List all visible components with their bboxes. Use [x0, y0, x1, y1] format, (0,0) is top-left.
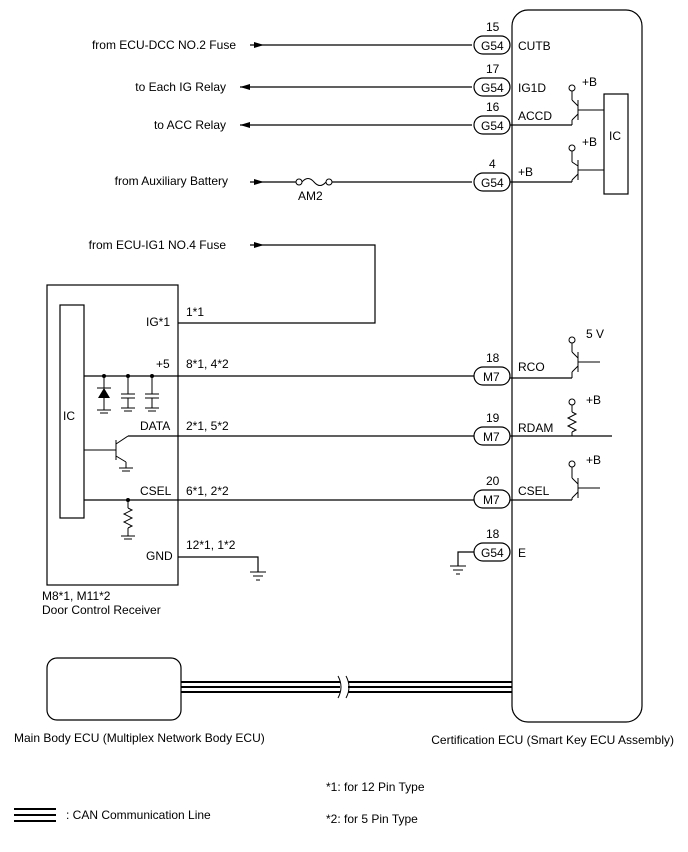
cert-transistor-rco — [568, 336, 600, 378]
connector-g54-ig1d: G54 17 IG1D — [473, 62, 546, 97]
svg-text:18: 18 — [486, 351, 500, 365]
svg-text:G54: G54 — [481, 119, 504, 133]
receiver-pin-ig-num: 1*1 — [186, 305, 204, 319]
svg-text:IG1D: IG1D — [518, 81, 546, 95]
receiver-pin-data-num: 2*1, 5*2 — [186, 419, 229, 433]
svg-text:G54: G54 — [481, 546, 504, 560]
receiver-pin-gnd-num: 12*1, 1*2 — [186, 538, 236, 552]
receiver-ic-label: IC — [63, 409, 75, 423]
svg-text:CUTB: CUTB — [518, 39, 551, 53]
svg-text:M7: M7 — [483, 493, 500, 507]
fuse-terminal-icon-2 — [325, 178, 333, 186]
fuse-icon — [301, 178, 327, 186]
supply-label-2: +B — [582, 135, 597, 149]
svg-text:18: 18 — [486, 527, 500, 541]
ig1d-arrow-icon — [240, 84, 250, 90]
receiver-pin-csel: CSEL — [140, 484, 172, 498]
capacitor-icon-2 — [145, 374, 159, 412]
zener-diode-icon — [97, 374, 111, 414]
cutb-arrow-icon — [254, 42, 264, 48]
receiver-pin-data: DATA — [140, 419, 170, 433]
certification-ecu-label: Certification ECU (Smart Key ECU Assembl… — [431, 733, 674, 747]
supply-label-5: +B — [586, 453, 601, 467]
aux-arrow-icon — [254, 179, 264, 185]
main-body-ecu-label: Main Body ECU (Multiplex Network Body EC… — [14, 731, 265, 745]
svg-text:17: 17 — [486, 62, 500, 76]
receiver-connector-id: M8*1, M11*2 — [42, 589, 111, 603]
ig1-source-label: from ECU-IG1 NO.4 Fuse — [89, 238, 227, 252]
cert-ic-label: IC — [609, 129, 621, 143]
receiver-ic-box — [59, 304, 85, 519]
aux-source-label: from Auxiliary Battery — [115, 174, 228, 188]
cert-transistor-csel — [568, 460, 600, 500]
pulldown-resistor-icon — [121, 498, 135, 540]
can-bus-line — [181, 675, 512, 699]
ig1d-dest-label: to Each IG Relay — [135, 80, 226, 94]
note-5pin: *2: for 5 Pin Type — [326, 812, 418, 826]
cert-transistor-1 — [568, 84, 604, 125]
note-12pin: *1: for 12 Pin Type — [326, 780, 425, 794]
svg-text:19: 19 — [486, 411, 500, 425]
connector-g54-b: G54 4 +B — [473, 157, 533, 192]
accd-dest-label: to ACC Relay — [154, 118, 226, 132]
cutb-source-label: from ECU-DCC NO.2 Fuse — [92, 38, 236, 52]
svg-text:G54: G54 — [481, 176, 504, 190]
cert-transistor-2 — [568, 144, 604, 182]
svg-text:M7: M7 — [483, 370, 500, 384]
svg-text:G54: G54 — [481, 81, 504, 95]
svg-text:15: 15 — [486, 20, 500, 34]
svg-text:G54: G54 — [481, 39, 504, 53]
supply-label-4: +B — [586, 393, 601, 407]
can-legend-label: : CAN Communication Line — [66, 808, 211, 822]
connector-m7-rco: M7 18 RCO — [473, 351, 545, 386]
supply-label-1: +B — [582, 75, 597, 89]
svg-text:RCO: RCO — [518, 360, 545, 374]
cert-ground-icon — [450, 565, 466, 575]
receiver-pin-ig: IG*1 — [146, 315, 170, 329]
connector-g54-e: G54 18 E — [473, 527, 526, 562]
fuse-terminal-icon — [295, 178, 303, 186]
receiver-pin-5v-num: 8*1, 4*2 — [186, 357, 229, 371]
svg-text:16: 16 — [486, 100, 500, 114]
receiver-ground-icon — [250, 571, 266, 581]
svg-text:20: 20 — [486, 474, 500, 488]
capacitor-icon-1 — [121, 374, 135, 412]
receiver-transistor-icon — [84, 435, 133, 472]
cert-ic-box — [603, 93, 629, 195]
supply-label-3: 5 V — [586, 327, 604, 341]
receiver-pin-5v: +5 — [156, 357, 170, 371]
svg-text:RDAM: RDAM — [518, 421, 553, 435]
gnd-wire — [178, 556, 259, 572]
connector-g54-cutb: G54 15 CUTB — [473, 20, 551, 55]
cert-pullup-rdam — [566, 398, 578, 436]
receiver-name: Door Control Receiver — [42, 603, 161, 617]
svg-text:4: 4 — [489, 157, 496, 171]
svg-text:CSEL: CSEL — [518, 484, 550, 498]
svg-text:E: E — [518, 546, 526, 560]
receiver-pin-gnd: GND — [146, 549, 173, 563]
ig1-wire — [178, 244, 376, 324]
can-legend-icon — [14, 808, 56, 822]
cert-ground-wire — [457, 551, 474, 566]
receiver-pin-csel-num: 6*1, 2*2 — [186, 484, 229, 498]
svg-text:+B: +B — [518, 165, 533, 179]
svg-text:M7: M7 — [483, 430, 500, 444]
main-body-ecu-box — [46, 657, 182, 721]
fuse-label: AM2 — [298, 189, 323, 203]
connector-g54-accd: G54 16 ACCD — [473, 100, 552, 135]
connector-m7-csel: M7 20 CSEL — [473, 474, 550, 509]
accd-arrow-icon — [240, 122, 250, 128]
svg-text:ACCD: ACCD — [518, 109, 552, 123]
